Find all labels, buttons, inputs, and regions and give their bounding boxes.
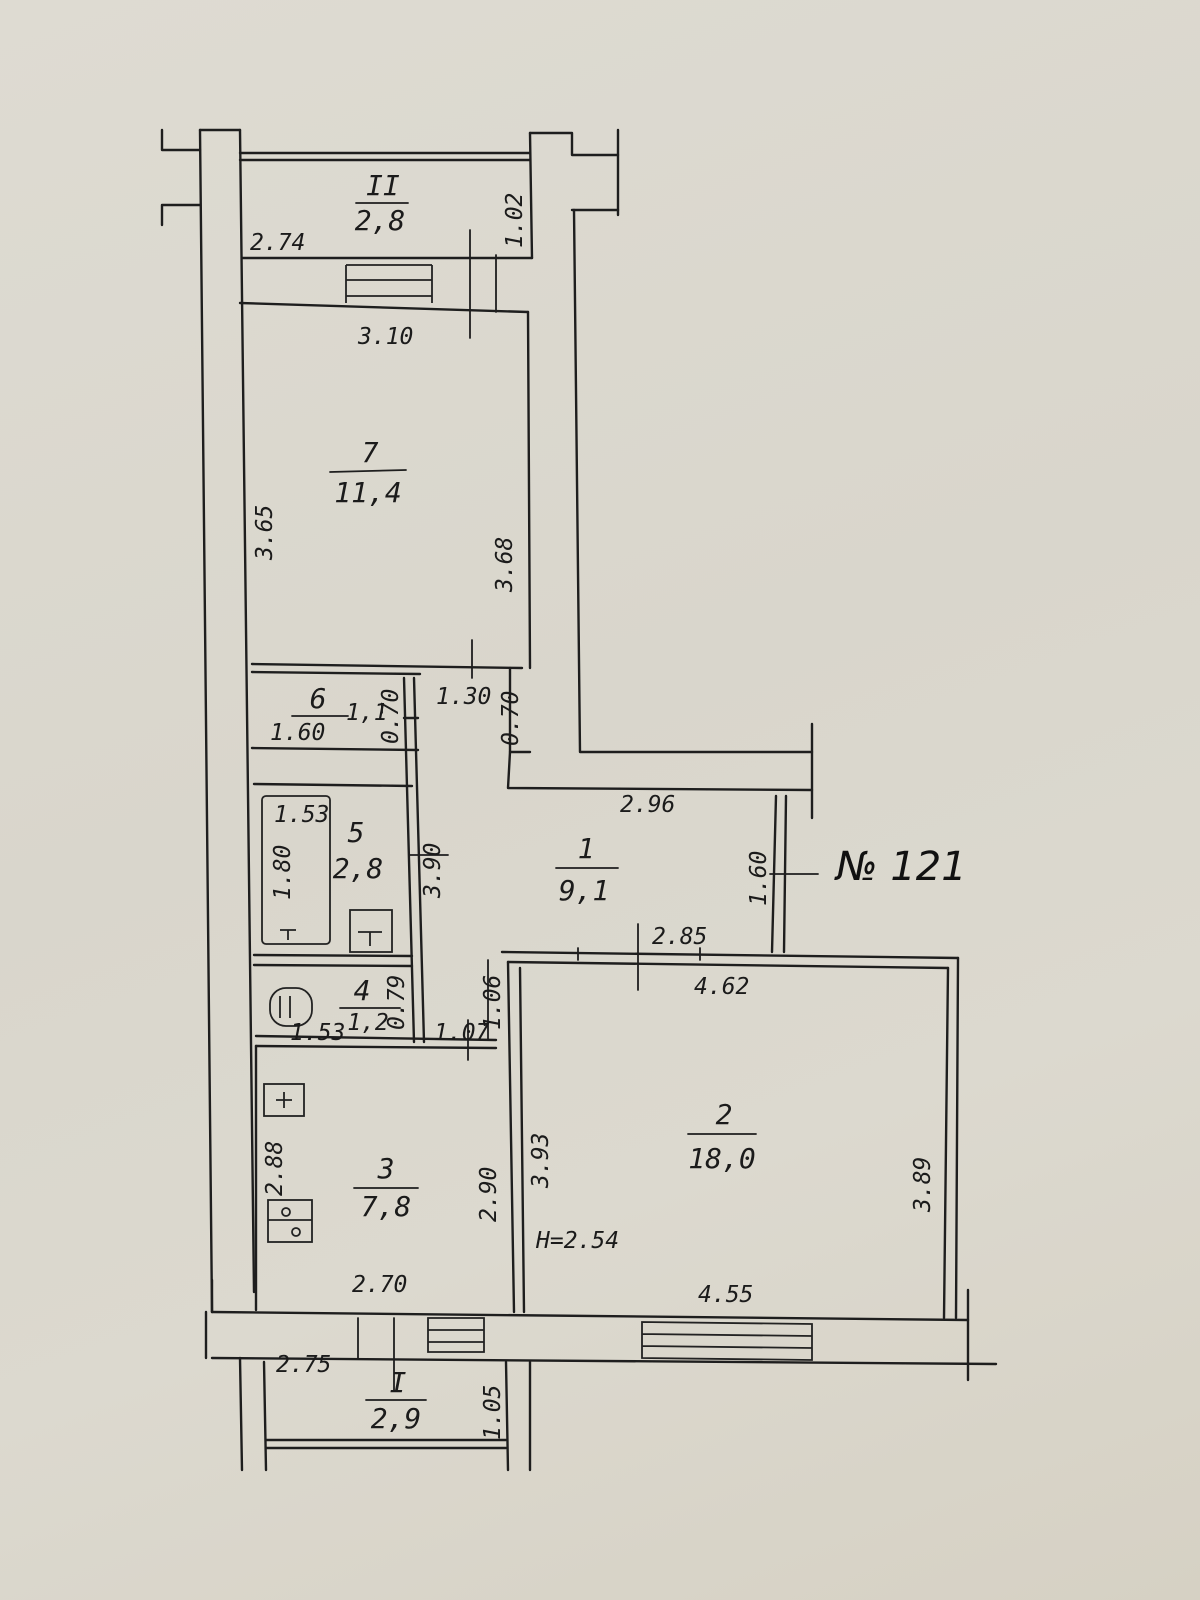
dim-step-w: 2.96 bbox=[620, 792, 675, 818]
svg-text:2,8: 2,8 bbox=[333, 852, 384, 885]
room-label-3: 3 7,8 bbox=[353, 1152, 419, 1223]
svg-text:1: 1 bbox=[578, 832, 595, 865]
room-label-balcony-bottom: I 2,9 bbox=[365, 1366, 427, 1435]
svg-text:2,9: 2,9 bbox=[371, 1402, 422, 1435]
dim-r7-w: 3.10 bbox=[357, 324, 413, 350]
room-label-1: 1 9,1 bbox=[555, 832, 619, 907]
room-label-7: 7 11,4 bbox=[329, 436, 407, 509]
svg-text:1,1: 1,1 bbox=[346, 700, 388, 726]
svg-text:II: II bbox=[366, 169, 400, 202]
svg-text:3: 3 bbox=[377, 1152, 395, 1185]
dim-r5-h: 1.80 bbox=[270, 845, 296, 900]
dim-r2-top: 4.62 bbox=[694, 974, 749, 1000]
dim-r4-door: 1.07 bbox=[434, 1020, 490, 1046]
dim-r1-h: 1.60 bbox=[746, 851, 772, 906]
dim-r6-w: 1.60 bbox=[270, 720, 325, 746]
dim-r4-h: 0.79 bbox=[384, 975, 410, 1030]
room-label-6: 6 1,1 bbox=[291, 682, 388, 726]
dim-r2-left: 3.93 bbox=[528, 1133, 554, 1189]
svg-text:11,4: 11,4 bbox=[334, 476, 401, 509]
svg-text:7,8: 7,8 bbox=[361, 1190, 412, 1223]
dim-r2-bottom: 4.55 bbox=[698, 1282, 753, 1308]
svg-text:1,2: 1,2 bbox=[347, 1010, 389, 1036]
room-label-2: 2 18,0 bbox=[687, 1098, 757, 1175]
dim-corr-w: 1.30 bbox=[436, 684, 491, 710]
dim-r7-left: 3.65 bbox=[252, 505, 278, 561]
dim-r4-gap: 1.06 bbox=[480, 975, 506, 1030]
dimensions: 2.74 1.02 3.10 3.65 3.68 1.60 0.70 1.30 … bbox=[250, 193, 936, 1440]
dim-r3-bottom: 2.70 bbox=[352, 1272, 407, 1298]
dim-r1-w: 2.85 bbox=[652, 924, 707, 950]
dim-r3-left: 2.88 bbox=[262, 1141, 288, 1196]
svg-text:4: 4 bbox=[354, 974, 371, 1007]
room-label-4: 4 1,2 bbox=[339, 974, 401, 1036]
svg-text:9,1: 9,1 bbox=[559, 874, 610, 907]
room-label-balcony-top: II 2,8 bbox=[355, 169, 409, 237]
svg-text:I: I bbox=[390, 1366, 407, 1399]
room-label-5: 5 2,8 bbox=[333, 816, 384, 885]
dim-r2-right: 3.89 bbox=[910, 1157, 936, 1213]
apartment-number: № 121 bbox=[834, 844, 967, 890]
dim-r5-w: 1.53 bbox=[274, 802, 329, 828]
dim-corr-h: 0.70 bbox=[498, 691, 524, 746]
dim-r3-right: 2.90 bbox=[476, 1167, 502, 1222]
svg-text:2,8: 2,8 bbox=[355, 204, 406, 237]
walls bbox=[160, 128, 998, 1472]
dim-r4-w: 1.53 bbox=[290, 1020, 345, 1046]
kitchen-fixtures bbox=[263, 1083, 313, 1243]
dim-hall-h: 3.90 bbox=[420, 843, 446, 899]
svg-text:18,0: 18,0 bbox=[688, 1142, 755, 1175]
dim-bot-w: 2.75 bbox=[276, 1352, 331, 1378]
dim-r7-right: 3.68 bbox=[492, 537, 518, 593]
ceiling-height: H=2.54 bbox=[535, 1228, 619, 1254]
svg-text:2: 2 bbox=[716, 1098, 733, 1131]
svg-text:5: 5 bbox=[348, 816, 365, 849]
dim-top-h: 1.02 bbox=[502, 193, 528, 248]
dim-top-w: 2.74 bbox=[250, 230, 305, 256]
dim-bot-h: 1.05 bbox=[480, 1385, 506, 1440]
svg-text:6: 6 bbox=[310, 682, 327, 715]
svg-text:7: 7 bbox=[362, 436, 379, 469]
dim-r6-h: 0.70 bbox=[378, 689, 404, 744]
